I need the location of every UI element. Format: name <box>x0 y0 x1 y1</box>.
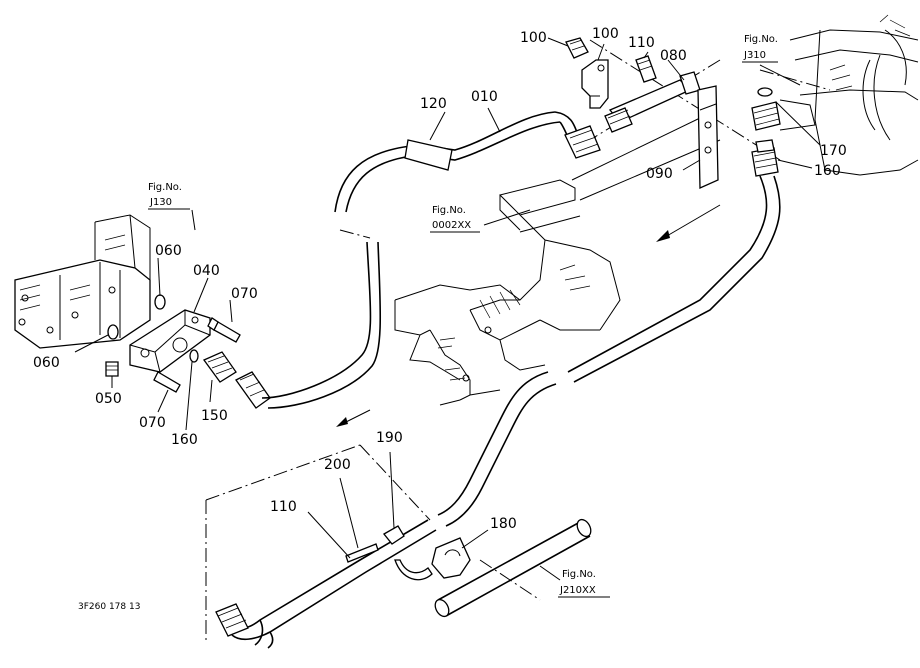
label-010: 010 <box>471 89 498 105</box>
label-100: 100 <box>592 26 619 42</box>
hose-010 <box>261 111 601 409</box>
hydraulic-pump <box>14 214 151 349</box>
label-070-upper: 070 <box>231 286 258 302</box>
label-160-left: 150 <box>201 408 228 424</box>
o-ring-170-right <box>757 87 773 97</box>
label-050: 050 <box>95 391 122 407</box>
bolt-110-left <box>565 37 589 59</box>
label-090: 090 <box>646 166 673 182</box>
hose-end-fitting-left <box>235 371 271 409</box>
pipe-j210 <box>434 518 592 618</box>
fig-ref-code: 0002XX <box>432 220 471 231</box>
plug-050 <box>105 361 119 377</box>
label-110-left: 100 <box>520 30 547 46</box>
figure-ref-0002xx: Fig.No. 0002XX <box>430 205 480 233</box>
leader-lines <box>74 37 821 581</box>
fitting-160-right <box>751 139 779 177</box>
fitting-160-left <box>203 351 237 383</box>
bolt-070-lower <box>153 371 181 393</box>
label-120: 110 <box>270 499 297 515</box>
label-190: 190 <box>376 430 403 446</box>
figure-ref-j130: Fig.No. J130 <box>148 182 190 210</box>
o-ring-060-lower <box>107 324 119 340</box>
fig-ref-caption: Fig.No. <box>562 569 596 580</box>
bolt-070-upper <box>207 317 241 343</box>
label-160-right: 160 <box>814 163 841 179</box>
label-060-lower: 060 <box>33 355 60 371</box>
figure-ref-j210xx: Fig.No. J210XX <box>558 569 610 598</box>
label-170-right: 170 <box>820 143 847 159</box>
bolt-110-right <box>635 55 657 83</box>
tractor-frame <box>394 117 721 406</box>
band-200 <box>345 543 379 563</box>
fig-ref-code: J130 <box>149 197 172 208</box>
label-070-lower: 070 <box>139 415 166 431</box>
fig-ref-caption: Fig.No. <box>148 182 182 193</box>
adapter-right <box>751 101 781 131</box>
fig-ref-code: J310 <box>743 50 766 61</box>
fig-ref-caption: Fig.No. <box>744 34 778 45</box>
clamp-bracket-100 <box>581 59 609 109</box>
figure-ref-j310: Fig.No. J310 <box>742 34 778 63</box>
reference-lines <box>119 39 831 640</box>
label-060-upper: 060 <box>155 243 182 259</box>
o-ring-170-left <box>189 349 199 363</box>
fig-ref-code: J210XX <box>559 585 596 596</box>
label-150: 120 <box>420 96 447 112</box>
o-ring-060-upper <box>154 294 166 310</box>
label-180: 180 <box>490 516 517 532</box>
label-170-left: 160 <box>171 432 198 448</box>
clamp-180 <box>431 537 471 579</box>
flange-block-040 <box>129 309 211 373</box>
direction-arrows <box>336 204 721 427</box>
drawing-code: 3F260 178 13 <box>78 602 140 612</box>
strap-band <box>394 559 433 581</box>
label-110-right: 110 <box>628 35 655 51</box>
part-labels: 060 040 070 060 050 070 160 150 120 010 … <box>33 26 847 532</box>
label-200: 200 <box>324 457 351 473</box>
label-040: 040 <box>193 263 220 279</box>
fig-ref-caption: Fig.No. <box>432 205 466 216</box>
label-080: 080 <box>660 48 687 64</box>
pipe-120 <box>215 175 781 649</box>
bracket-090 <box>697 85 719 189</box>
transmission-housing <box>779 14 919 176</box>
pipe-080 <box>604 71 701 133</box>
clip-190 <box>383 525 405 545</box>
